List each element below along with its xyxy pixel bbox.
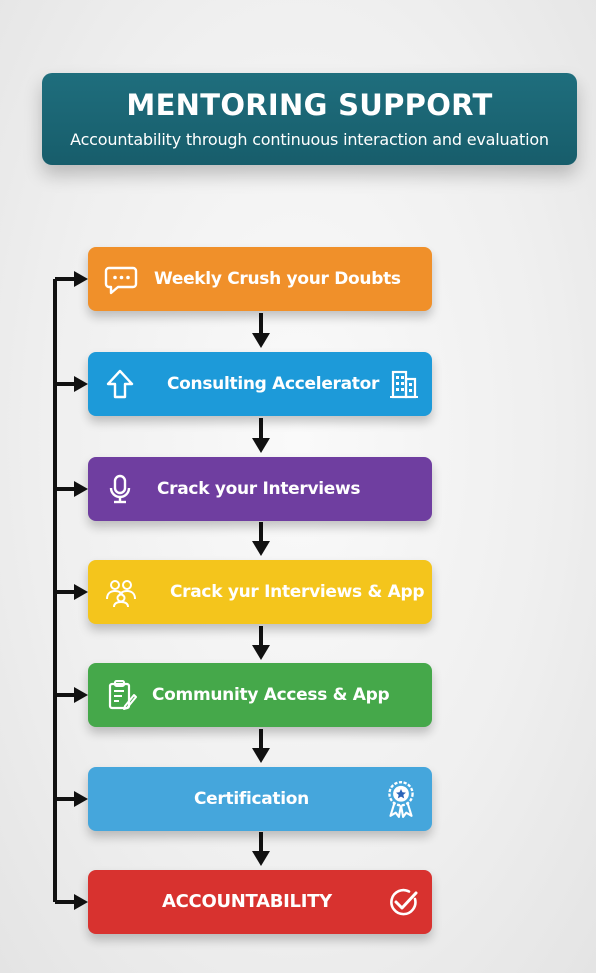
clipboard-icon bbox=[103, 677, 139, 713]
step-accountability: ACCOUNTABILITY bbox=[88, 870, 432, 934]
header-banner: MENTORING SUPPORT Accountability through… bbox=[42, 73, 577, 165]
arrow-up-icon bbox=[102, 366, 138, 402]
step-weekly-crush-doubts: Weekly Crush your Doubts bbox=[88, 247, 432, 311]
step-crack-interviews: Crack your Interviews bbox=[88, 457, 432, 521]
step-label: Weekly Crush your Doubts bbox=[154, 269, 401, 289]
step-label: Certification bbox=[194, 789, 309, 809]
page-subtitle: Accountability through continuous intera… bbox=[70, 130, 549, 149]
feedback-arrows bbox=[55, 271, 88, 910]
step-community-access: Community Access & App bbox=[88, 663, 432, 727]
step-label: ACCOUNTABILITY bbox=[162, 891, 332, 912]
building-icon bbox=[385, 366, 421, 402]
down-arrows bbox=[252, 313, 270, 866]
step-certification: Certification bbox=[88, 767, 432, 831]
check-circle-icon bbox=[385, 884, 421, 920]
microphone-icon bbox=[102, 471, 138, 507]
step-label: Community Access & App bbox=[152, 685, 390, 705]
chat-bubble-icon bbox=[104, 261, 140, 297]
page-title: MENTORING SUPPORT bbox=[126, 88, 493, 122]
step-label: Crack your Interviews bbox=[157, 479, 361, 499]
step-label: Crack yur Interviews & App bbox=[170, 582, 425, 602]
step-crack-interviews-app: Crack yur Interviews & App bbox=[88, 560, 432, 624]
people-group-icon bbox=[103, 574, 139, 610]
step-label: Consulting Accelerator bbox=[167, 374, 380, 394]
step-consulting-accelerator: Consulting Accelerator bbox=[88, 352, 432, 416]
ribbon-award-icon bbox=[382, 779, 420, 819]
